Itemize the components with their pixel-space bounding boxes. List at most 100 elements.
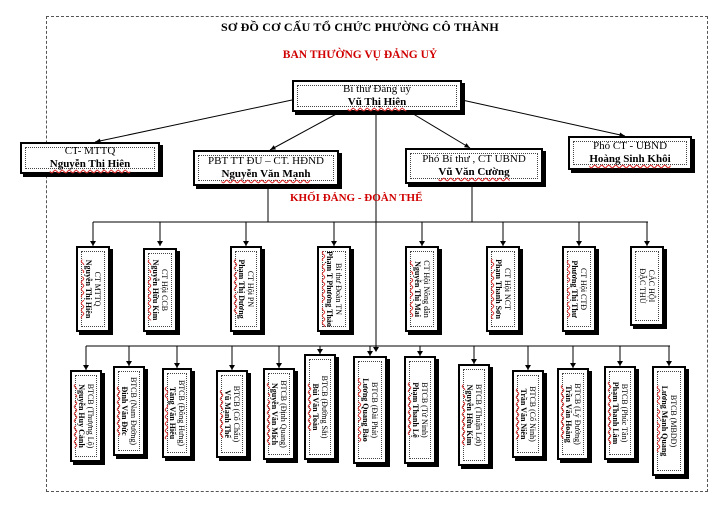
arrowhead xyxy=(317,349,323,354)
box-role: Bí thư Đoàn TN xyxy=(334,263,343,315)
box-name: Nguyễn Thị Hiên xyxy=(49,158,131,170)
box-name: Nguyễn Văn Mích xyxy=(270,382,279,446)
arrowhead xyxy=(90,241,96,246)
box-name: Nguyễn Thị Mai xyxy=(413,261,422,317)
arrowhead xyxy=(471,359,477,364)
box-name: Tăng Văn Hiếu xyxy=(168,386,177,440)
box-name: Trần Văn Niên xyxy=(519,388,528,440)
arrowhead xyxy=(619,132,625,138)
box-name: Phạm Thanh Sơn xyxy=(494,259,503,319)
section-label: KHỐI ĐẢNG - ĐOÀN THỂ xyxy=(290,192,423,204)
box-role: BTCB (Định Quang) xyxy=(279,380,288,448)
box-branch-2: BTCB (Nam Đường)Đinh Văn Đức xyxy=(113,366,145,456)
arrowhead xyxy=(270,145,276,150)
box-role: Bí thư Đảng uỷ xyxy=(343,83,411,95)
box-mttq-chair: CT- MTTQ Nguyễn Thị Hiên xyxy=(20,142,160,174)
arrowhead xyxy=(126,361,132,366)
box-name: Lương Quang Bảo xyxy=(361,378,370,442)
box-name: ĐẶC THÙ xyxy=(638,268,647,304)
arrowhead xyxy=(157,241,163,246)
box-name: Nguyễn Văn Mạnh xyxy=(221,168,311,180)
arrowhead xyxy=(500,241,506,246)
connector-line xyxy=(409,111,471,149)
box-role: PBT TT ĐU – CT. HĐND xyxy=(208,155,324,167)
box-deputy-secretary-ubnd: Phó Bí thư , CT UBND Vũ Văn Cường xyxy=(405,148,543,184)
arrowhead xyxy=(419,241,425,246)
arrowhead xyxy=(229,365,235,370)
arrowhead xyxy=(417,351,423,356)
box-role: BTCB (Lý Đường) xyxy=(573,383,582,445)
box-role: BTCB (Đài Phát) xyxy=(370,381,379,438)
box-role: BTCB (MBDD) xyxy=(669,394,678,448)
box-name: Phạm Thanh Lệ xyxy=(411,382,420,438)
box-name: Vũ Văn Cường xyxy=(438,166,510,178)
box-branch-8: BTCB (Tứ Ninh)Phạm Thanh Lệ xyxy=(404,356,436,464)
box-role: BTCB (Đường Sắt) xyxy=(320,375,329,439)
box-ubnd-vice-chair: Phó CT - UBND Hoàng Sinh Khôi xyxy=(568,136,692,170)
box-party-secretary: Bí thư Đảng uỷ Vũ Thị Hiên xyxy=(292,80,462,112)
box-name: Vũ Thị Hiên xyxy=(347,96,407,108)
arrowhead xyxy=(373,347,379,352)
arrowhead xyxy=(83,365,89,370)
box-branch-1: BTCB (Thượng Lộ)Nguyễn Huy Cảnh xyxy=(70,370,102,462)
box-branch-5: BTCB (Định Quang)Nguyễn Văn Mích xyxy=(263,368,295,460)
arrowhead xyxy=(276,363,282,368)
connector-line xyxy=(461,99,626,137)
box-branch-4: BTCB (Cổ Chẩu)Vũ Mạnh Thế xyxy=(216,370,248,458)
box-role: BTCB (Nam Đường) xyxy=(129,376,138,446)
box-name: Vũ Mạnh Thế xyxy=(223,390,232,438)
box-role: BTCB (Tứ Ninh) xyxy=(420,382,429,438)
box-name: Nguyễn Huy Cảnh xyxy=(77,384,86,448)
box-name: Trần Văn Hoàng xyxy=(564,385,573,443)
box-role: CÁC HỘI xyxy=(647,269,656,303)
arrowhead xyxy=(95,138,101,144)
box-name: Phạm T Phương Thảo xyxy=(325,251,334,327)
connector-line xyxy=(94,99,293,143)
box-role: BTCB (Cổ Chẩu) xyxy=(232,385,241,443)
arrowhead xyxy=(576,241,582,246)
box-role: CT Hội PN xyxy=(246,270,255,308)
box-name: Phạm Thanh Lâm xyxy=(611,381,620,445)
box-name: Nguyễn Thị Hiên xyxy=(84,259,93,319)
arrowhead xyxy=(243,241,249,246)
box-role: CT Hội CTĐ xyxy=(579,267,588,311)
arrowhead xyxy=(666,361,672,366)
box-role: CT Hội CCB xyxy=(160,268,169,312)
box-name: Hoàng Sinh Khôi xyxy=(589,153,671,165)
arrowhead xyxy=(525,365,531,370)
box-role: BTCB (Phúc Tân) xyxy=(620,383,629,443)
box-branch-11: BTCB (Lý Đường)Trần Văn Hoàng xyxy=(557,368,589,460)
box-name: Lương Mạnh Quang xyxy=(660,385,669,457)
dashed-frame xyxy=(46,16,708,492)
box-role: BTCB (Cổ Ninh) xyxy=(528,386,537,442)
arrowhead xyxy=(644,241,650,246)
box-role: BTCB (Thượng Lộ) xyxy=(86,383,95,449)
box-role: BTCB (Đông Hưng) xyxy=(177,379,186,447)
box-role: Phó Bí thư , CT UBND xyxy=(422,153,526,165)
box-branch-9: BTCB (Thuận Lợi)Nguyễn Hữu Kim xyxy=(458,364,490,466)
box-branch-3: BTCB (Đông Hưng)Tăng Văn Hiếu xyxy=(162,368,192,458)
box-name: Nguyễn Hữu Kim xyxy=(465,384,474,446)
box-branch-6: BTCB (Đường Sắt)Bùi Văn Toàn xyxy=(304,354,336,460)
arrowhead xyxy=(367,351,373,356)
box-name: Phương Thị Thư xyxy=(570,260,579,318)
box-role: CT- MTTQ xyxy=(64,145,116,157)
box-role: CT MTTQ xyxy=(93,271,102,307)
arrowhead xyxy=(617,361,623,366)
box-deputy-secretary-hdnd: PBT TT ĐU – CT. HĐND Nguyễn Văn Mạnh xyxy=(193,150,339,186)
arrowhead xyxy=(174,363,180,368)
arrowhead xyxy=(331,241,337,246)
box-name: Phạm Thị Dương xyxy=(237,259,246,319)
box-branch-13: BTCB (MBDD)Lương Mạnh Quang xyxy=(652,366,686,476)
box-name: Đinh Văn Đức xyxy=(120,386,129,436)
box-name: Nguyễn Hữu Kim xyxy=(151,259,160,321)
